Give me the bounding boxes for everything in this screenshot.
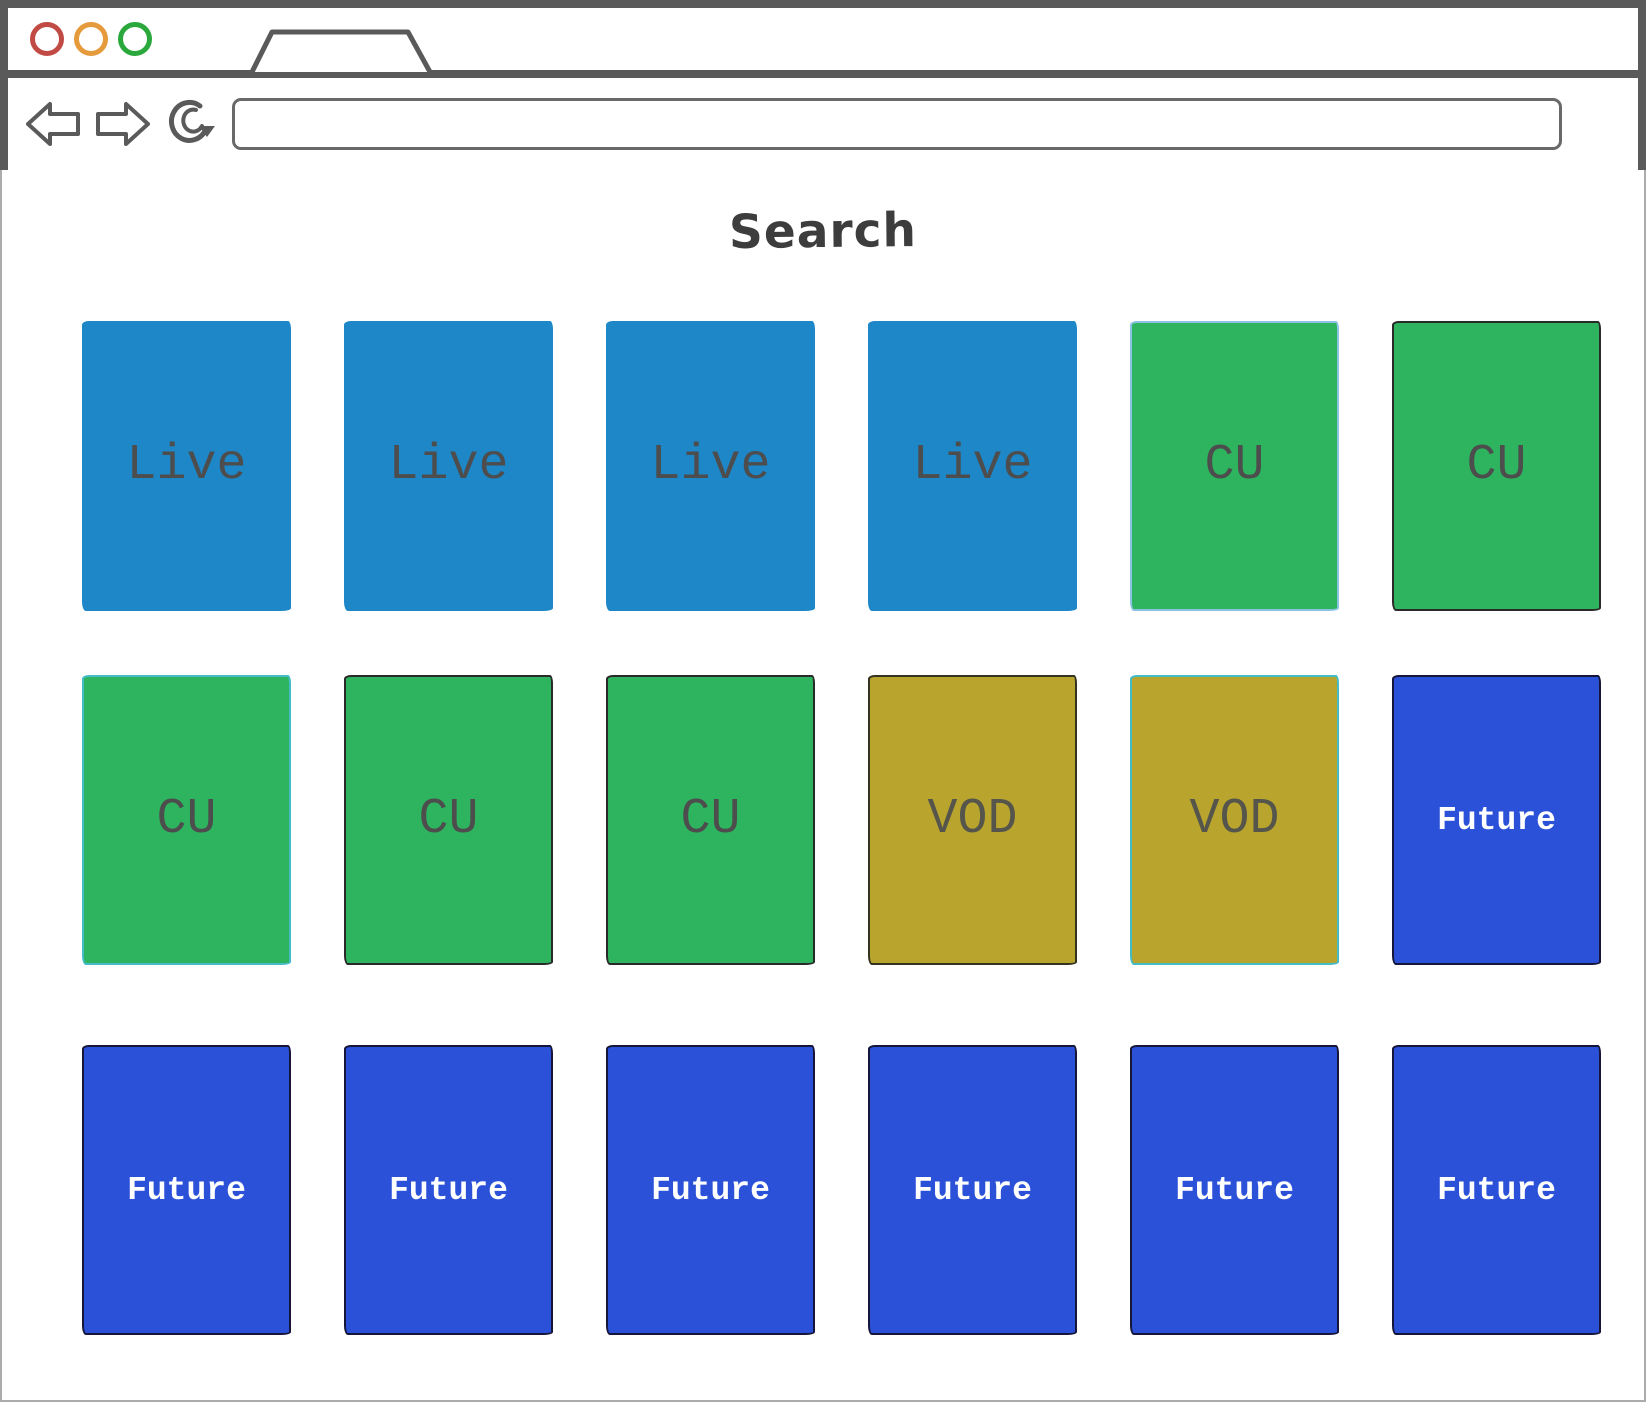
card-label: Future xyxy=(913,1171,1032,1209)
titlebar xyxy=(8,8,1638,78)
card-live[interactable]: Live xyxy=(344,321,553,611)
card-label: VOD xyxy=(927,791,1018,848)
card-cu[interactable]: CU xyxy=(606,675,815,965)
card-label: Future xyxy=(651,1171,770,1209)
card-future[interactable]: Future xyxy=(1392,1045,1601,1335)
card-future[interactable]: Future xyxy=(606,1045,815,1335)
traffic-light-minimize[interactable] xyxy=(74,22,108,56)
card-label: Future xyxy=(389,1171,508,1209)
url-input[interactable] xyxy=(232,98,1562,150)
navbar xyxy=(8,78,1638,170)
traffic-light-maximize[interactable] xyxy=(118,22,152,56)
forward-button[interactable] xyxy=(96,100,150,148)
grid-row: CU CU CU VOD VOD Future xyxy=(82,675,1644,965)
card-future[interactable]: Future xyxy=(868,1045,1077,1335)
browser-chrome xyxy=(0,0,1646,170)
card-label: Future xyxy=(1437,801,1556,839)
card-label: CU xyxy=(1466,437,1527,494)
card-future[interactable]: Future xyxy=(344,1045,553,1335)
card-live[interactable]: Live xyxy=(82,321,291,611)
card-label: VOD xyxy=(1189,791,1280,848)
card-future[interactable]: Future xyxy=(1130,1045,1339,1335)
card-label: CU xyxy=(680,791,741,848)
card-vod[interactable]: VOD xyxy=(1130,675,1339,965)
browser-tab[interactable] xyxy=(250,28,434,72)
card-label: CU xyxy=(156,791,217,848)
card-cu[interactable]: CU xyxy=(344,675,553,965)
grid-row: Live Live Live Live CU CU xyxy=(82,321,1644,611)
card-cu[interactable]: CU xyxy=(1392,321,1601,611)
traffic-light-close[interactable] xyxy=(30,22,64,56)
back-button[interactable] xyxy=(26,100,80,148)
card-label: Future xyxy=(127,1171,246,1209)
refresh-icon[interactable] xyxy=(166,96,218,152)
card-future[interactable]: Future xyxy=(1392,675,1601,965)
card-vod[interactable]: VOD xyxy=(868,675,1077,965)
card-label: Live xyxy=(388,437,509,494)
card-label: CU xyxy=(1204,437,1265,494)
card-label: Future xyxy=(1175,1171,1294,1209)
card-cu[interactable]: CU xyxy=(82,675,291,965)
card-label: Future xyxy=(1437,1171,1556,1209)
traffic-lights xyxy=(30,22,152,56)
card-cu[interactable]: CU xyxy=(1130,321,1339,611)
card-label: Live xyxy=(650,437,771,494)
card-future[interactable]: Future xyxy=(82,1045,291,1335)
page-title: Search xyxy=(728,203,918,260)
card-live[interactable]: Live xyxy=(868,321,1077,611)
card-label: Live xyxy=(912,437,1033,494)
card-label: CU xyxy=(418,791,479,848)
grid-row: Future Future Future Future Future Future xyxy=(82,1045,1644,1335)
card-label: Live xyxy=(126,437,247,494)
card-live[interactable]: Live xyxy=(606,321,815,611)
